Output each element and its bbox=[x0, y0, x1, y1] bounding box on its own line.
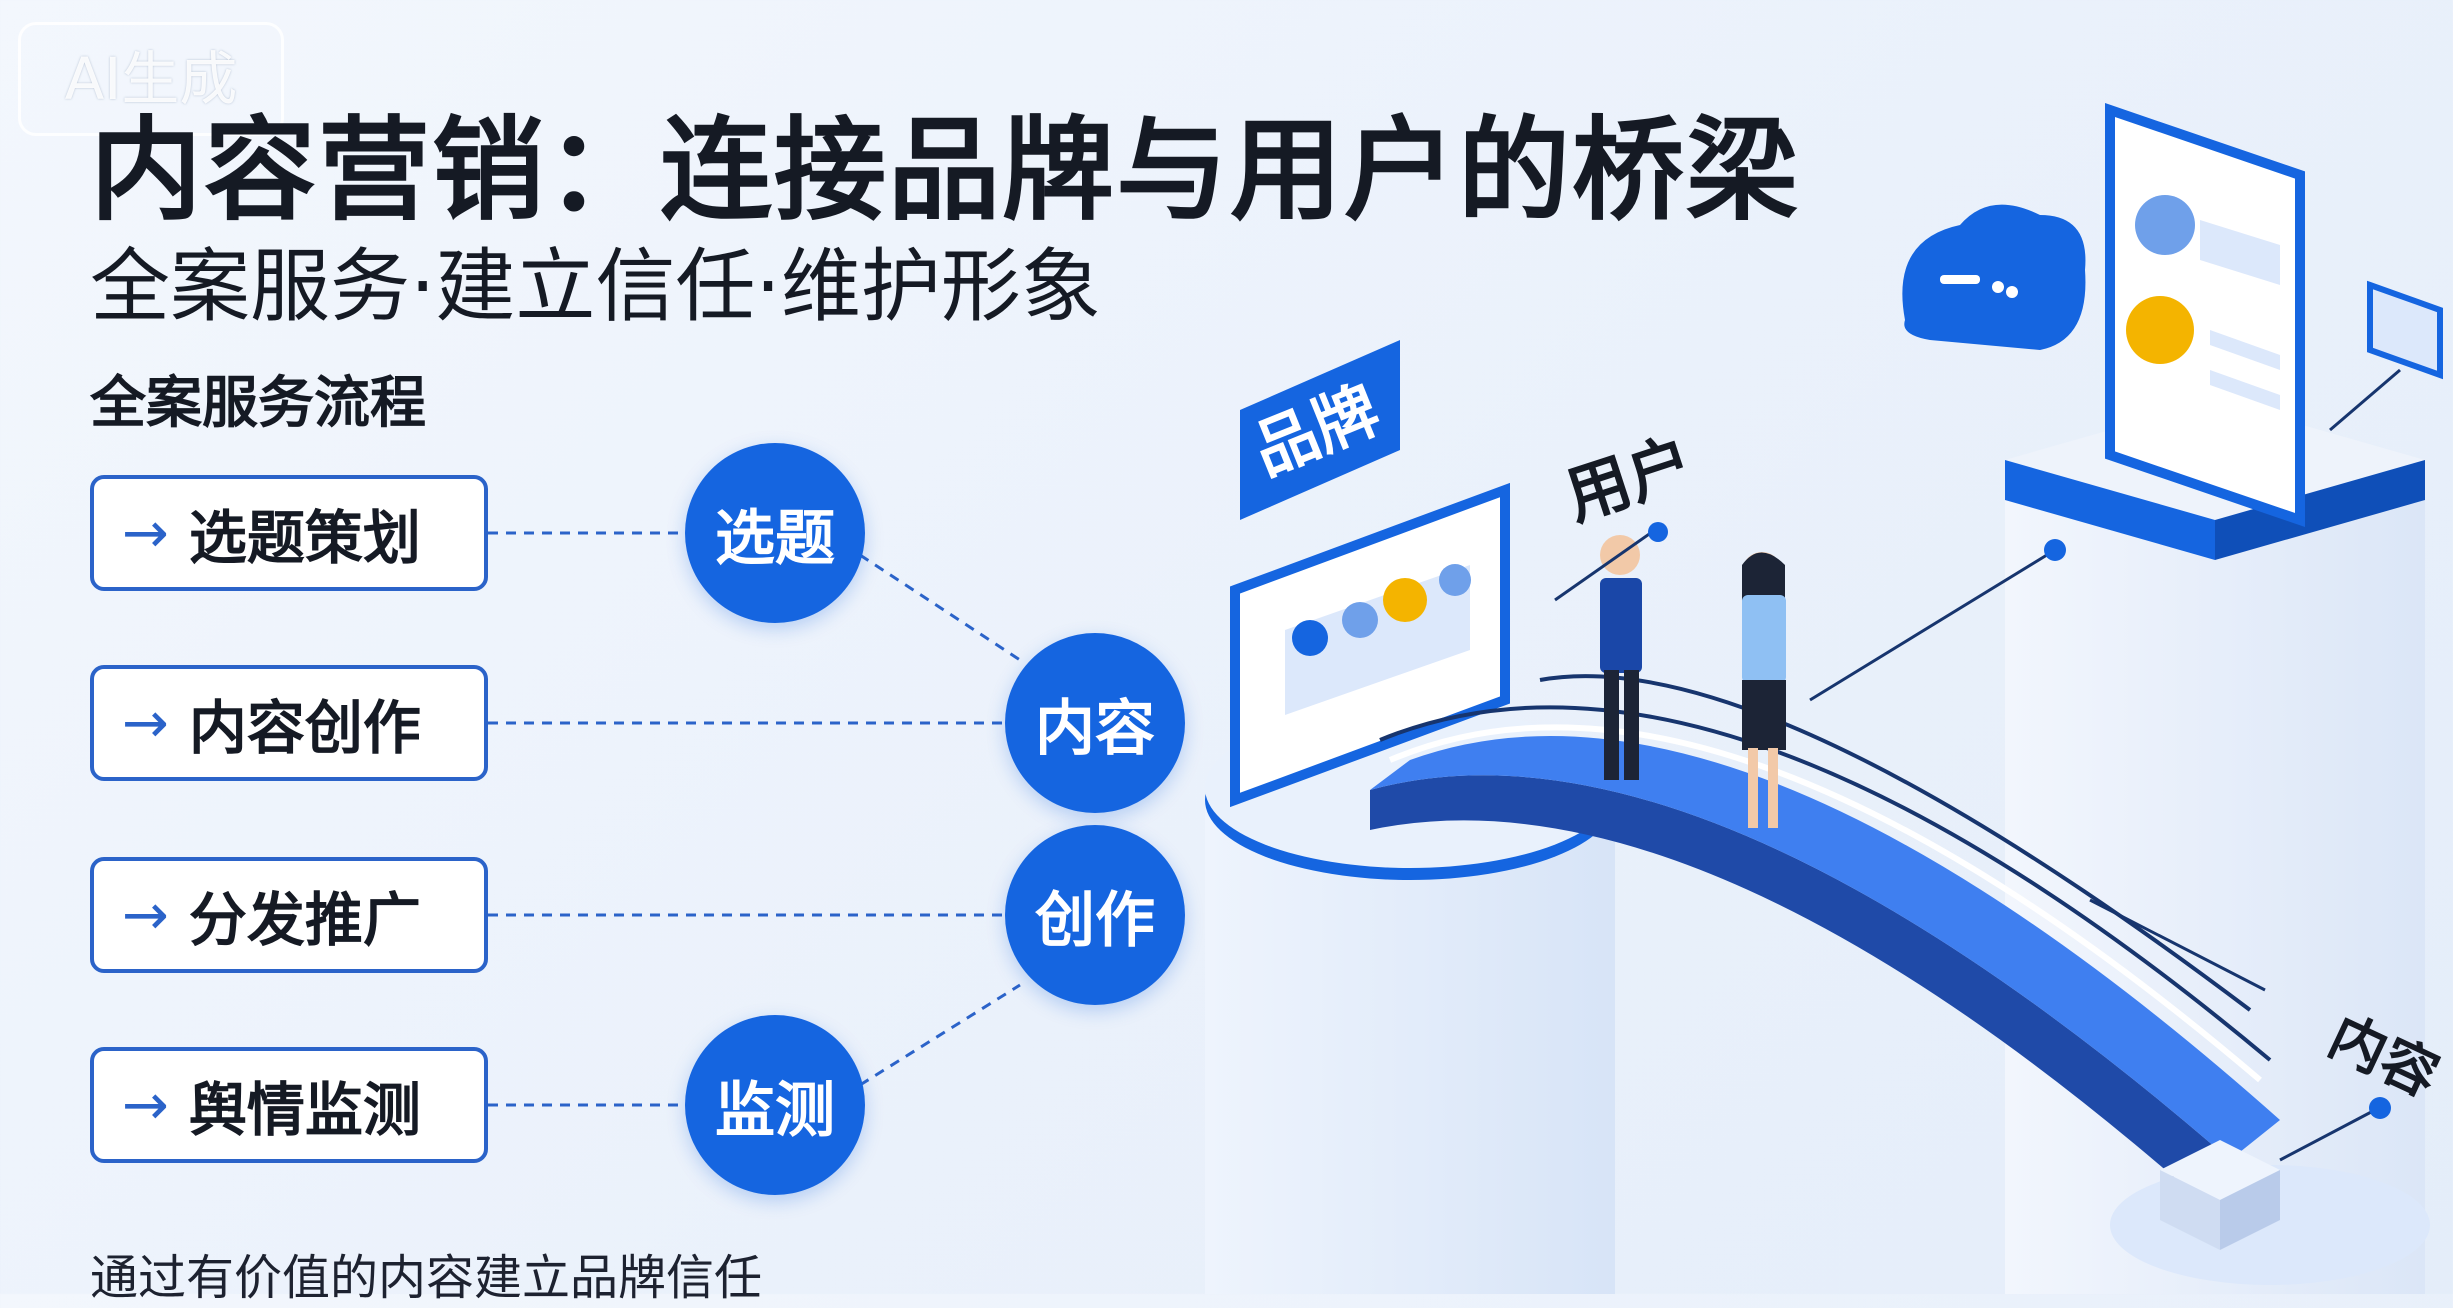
flow-step-label: 选题策划 bbox=[188, 504, 421, 572]
flow-step-label: 舆情监测 bbox=[188, 1076, 421, 1144]
flow-node-creation: 创作 bbox=[1005, 825, 1185, 1005]
right-pillar bbox=[2005, 400, 2425, 1294]
ai-generated-badge: AI生成 bbox=[18, 22, 284, 136]
flow-node-topic: 选题 bbox=[685, 443, 865, 623]
flow-step-sentiment-monitoring: → 舆情监测 bbox=[90, 1047, 488, 1163]
businesswoman-figure bbox=[1742, 552, 1786, 828]
flow-step-content-creation: → 内容创作 bbox=[90, 665, 488, 781]
flow-step-distribution: → 分发推广 bbox=[90, 857, 488, 973]
arrow-right-icon: → bbox=[122, 500, 169, 566]
flow-step-label: 内容创作 bbox=[188, 694, 421, 762]
connector-line bbox=[859, 983, 1021, 1087]
cloud-icon bbox=[1902, 204, 2086, 350]
flow-node-content: 内容 bbox=[1005, 633, 1185, 813]
connector-line bbox=[859, 553, 1021, 662]
page-subtitle: 全案服务·建立信任·维护形象 bbox=[90, 240, 1101, 333]
brand-board bbox=[1230, 340, 1510, 808]
flow-heading: 全案服务流程 bbox=[90, 371, 426, 436]
document-panel bbox=[2105, 103, 2305, 527]
flow-node-monitor: 监测 bbox=[685, 1015, 865, 1195]
arrow-right-icon: → bbox=[122, 690, 169, 756]
page-title: 内容营销：连接品牌与用户的桥梁 bbox=[90, 106, 1800, 236]
arrow-right-icon: → bbox=[122, 882, 169, 948]
arrow-right-icon: → bbox=[122, 1072, 169, 1138]
user-label: 用户 bbox=[1557, 425, 1702, 535]
flow-step-label: 分发推广 bbox=[188, 886, 421, 954]
content-cube bbox=[2110, 1097, 2430, 1285]
small-screen-icon bbox=[2329, 280, 2443, 432]
flow-step-topic-planning: → 选题策划 bbox=[90, 475, 488, 591]
